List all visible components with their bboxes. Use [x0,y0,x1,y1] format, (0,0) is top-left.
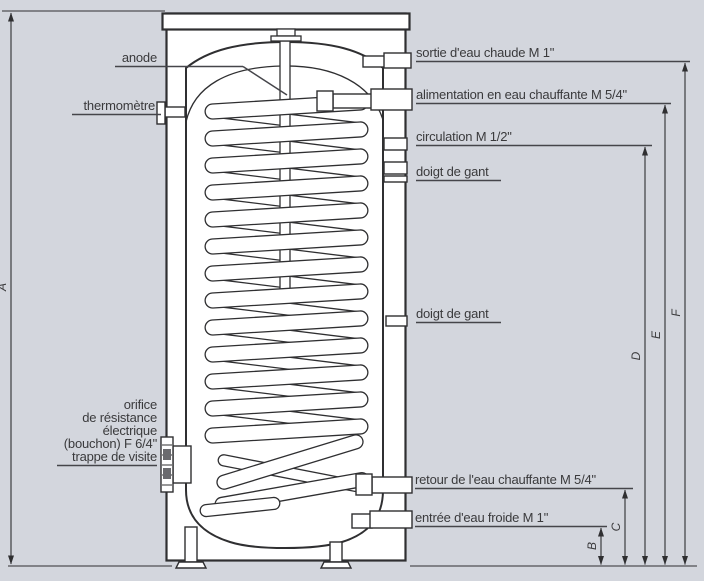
coil-front-turns [199,93,370,518]
dimension-letter-d: D [629,351,643,360]
label-anode: anode [122,50,157,65]
label-inspection-hatch: trappe de visite [72,449,157,464]
dimension-letter-f: F [669,309,683,317]
label-resistance-block: orifice de résistance électrique (boucho… [57,397,158,467]
casing-lid [161,12,411,31]
dimension-letter-b: B [585,542,599,550]
coil-end-tube [199,496,281,518]
inspection-hatch [160,436,192,493]
dimension-letter-a: A [0,283,9,292]
label-resistance-line3: électrique [103,423,157,438]
label-heating-water-return: retour de l'eau chauffante M 5/4" [415,472,597,487]
anode-leader-line [115,65,288,96]
dimension-letter-c: C [609,522,623,531]
thermowell-top-fitting [383,161,408,183]
anode-cap [276,28,296,37]
label-resistance-line2: de résistance [82,410,157,425]
dimension-letter-e: E [649,330,663,339]
coil-slant-turn [216,434,364,490]
label-hot-water-outlet: sortie d'eau chaude M 1" [416,45,555,60]
thermowell-middle-fitting [385,315,408,327]
cold-water-inlet-pipe [351,510,413,529]
dimension-lines-right [410,62,697,567]
hot-water-outlet-pipe [362,52,412,69]
heating-return-pipe [355,473,413,496]
circulation-fitting [383,137,408,151]
label-resistance-line1: orifice [124,397,157,412]
heating-supply-pipe [316,88,413,112]
label-heating-water-supply: alimentation en eau chauffante M 5/4" [416,87,627,102]
tank-feet [174,526,353,569]
thermometer-fitting [156,101,186,125]
label-thermowell-middle: doigt de gant [416,306,489,321]
label-thermometer: thermomètre [84,98,156,113]
label-resistance-line4: (bouchon) F 6/4" [64,436,158,451]
dimension-a-lines [2,10,172,567]
label-cold-water-inlet: entrée d'eau froide M 1" [415,510,549,525]
label-circulation: circulation M 1/2" [416,129,512,144]
label-thermowell-top: doigt de gant [416,164,489,179]
